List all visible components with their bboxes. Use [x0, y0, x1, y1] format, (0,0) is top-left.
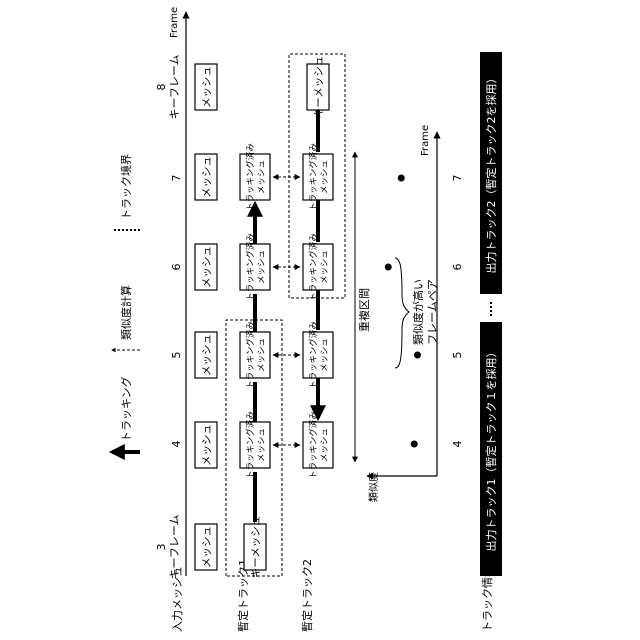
- plot-x-tick: 6: [451, 264, 464, 271]
- plot-x-label: Frame: [420, 125, 431, 156]
- svg-text:メッシュ: メッシュ: [201, 156, 213, 198]
- similarity-point: [414, 352, 421, 359]
- svg-text:トラッキング済み: トラッキング済み: [245, 233, 256, 301]
- svg-text:メッシュ: メッシュ: [257, 338, 267, 372]
- similarity-plot: 類似度 Frame 4 5 6 7 類似度が高い フレームペア: [367, 125, 464, 502]
- svg-text:メッシュ: メッシュ: [257, 250, 267, 284]
- tracked-mesh-box: トラッキング済み メッシュ: [240, 143, 270, 211]
- keyframe-label: キーフレーム: [168, 514, 181, 579]
- frame-number: 3: [155, 544, 168, 551]
- tracked-mesh-box: トラッキング済み メッシュ: [240, 233, 270, 301]
- svg-text:メッシュ: メッシュ: [257, 160, 267, 194]
- input-mesh-box: メッシュ: [195, 422, 217, 468]
- svg-text:メッシュ: メッシュ: [201, 246, 213, 288]
- frame-number: 4: [170, 441, 183, 448]
- frame-number: 7: [170, 175, 183, 182]
- keymesh-box: キーメッシュ: [244, 516, 266, 579]
- legend: トラッキング 類似度計算 トラック境界: [112, 154, 140, 452]
- svg-text:メッシュ: メッシュ: [201, 66, 213, 108]
- tracked-mesh-box: トラッキング済み メッシュ: [303, 233, 333, 301]
- tracked-mesh-box: トラッキング済み メッシュ: [303, 143, 333, 211]
- svg-text:トラッキング済み: トラッキング済み: [245, 411, 256, 479]
- input-mesh-box: メッシュ: [195, 524, 217, 570]
- output-track1-label: 出力トラック1（暫定トラック１を採用）: [484, 347, 498, 552]
- svg-text:メッシュ: メッシュ: [201, 526, 213, 568]
- svg-text:メッシュ: メッシュ: [320, 160, 330, 194]
- svg-text:キーメッシュ: キーメッシュ: [313, 56, 325, 119]
- output-track2: 出力トラック2（暫定トラック2を採用）: [480, 52, 502, 294]
- keymesh-box: キーメッシュ: [307, 56, 329, 119]
- similarity-point: [411, 441, 418, 448]
- svg-text:トラッキング済み: トラッキング済み: [245, 143, 256, 211]
- svg-text:トラッキング済み: トラッキング済み: [308, 411, 319, 479]
- frame-number: 8: [155, 84, 168, 91]
- svg-text:メッシュ: メッシュ: [257, 428, 267, 462]
- plot-y-label: 類似度: [367, 472, 380, 502]
- svg-text:メッシュ: メッシュ: [320, 250, 330, 284]
- input-mesh-box: メッシュ: [195, 154, 217, 200]
- input-mesh-box: メッシュ: [195, 332, 217, 378]
- svg-text:キーメッシュ: キーメッシュ: [250, 516, 262, 579]
- plot-x-tick: 7: [451, 175, 464, 182]
- frame-axis-label: Frame: [169, 7, 180, 38]
- annotation-line1: 類似度が高い: [411, 279, 425, 345]
- svg-text:メッシュ: メッシュ: [320, 428, 330, 462]
- svg-text:メッシュ: メッシュ: [201, 334, 213, 376]
- annotation-brace: [395, 258, 409, 368]
- overlap-interval-label: 重複区間: [357, 288, 371, 332]
- legend-tracking-label: トラッキング: [119, 376, 133, 442]
- output-track1: 出力トラック1（暫定トラック１を採用）: [480, 322, 502, 576]
- frame-number: 5: [170, 352, 183, 359]
- keyframe-label: キーフレーム: [168, 54, 181, 119]
- annotation-line2: フレームペア: [426, 279, 439, 345]
- row-label-temp-track2: 暫定トラック2: [300, 559, 314, 632]
- legend-similarity-label: 類似度計算: [119, 285, 133, 340]
- tracked-mesh-box: トラッキング済み メッシュ: [303, 411, 333, 479]
- svg-text:メッシュ: メッシュ: [320, 338, 330, 372]
- svg-text:トラッキング済み: トラッキング済み: [245, 321, 256, 389]
- similarity-point: [398, 175, 405, 182]
- tracked-mesh-box: トラッキング済み メッシュ: [240, 411, 270, 479]
- input-mesh-box: メッシュ: [195, 64, 217, 110]
- svg-text:トラッキング済み: トラッキング済み: [308, 321, 319, 389]
- plot-x-tick: 5: [451, 352, 464, 359]
- similarity-point: [385, 264, 392, 271]
- svg-text:トラッキング済み: トラッキング済み: [308, 143, 319, 211]
- tracked-mesh-box: トラッキング済み メッシュ: [303, 321, 333, 389]
- frame-number: 6: [170, 264, 183, 271]
- plot-x-tick: 4: [451, 441, 464, 448]
- output-track2-label: 出力トラック2（暫定トラック2を採用）: [484, 73, 498, 274]
- svg-text:トラッキング済み: トラッキング済み: [308, 233, 319, 301]
- svg-text:メッシュ: メッシュ: [201, 424, 213, 466]
- tracked-mesh-box: トラッキング済み メッシュ: [240, 321, 270, 389]
- input-mesh-box: メッシュ: [195, 244, 217, 290]
- legend-boundary-label: トラック境界: [119, 154, 133, 220]
